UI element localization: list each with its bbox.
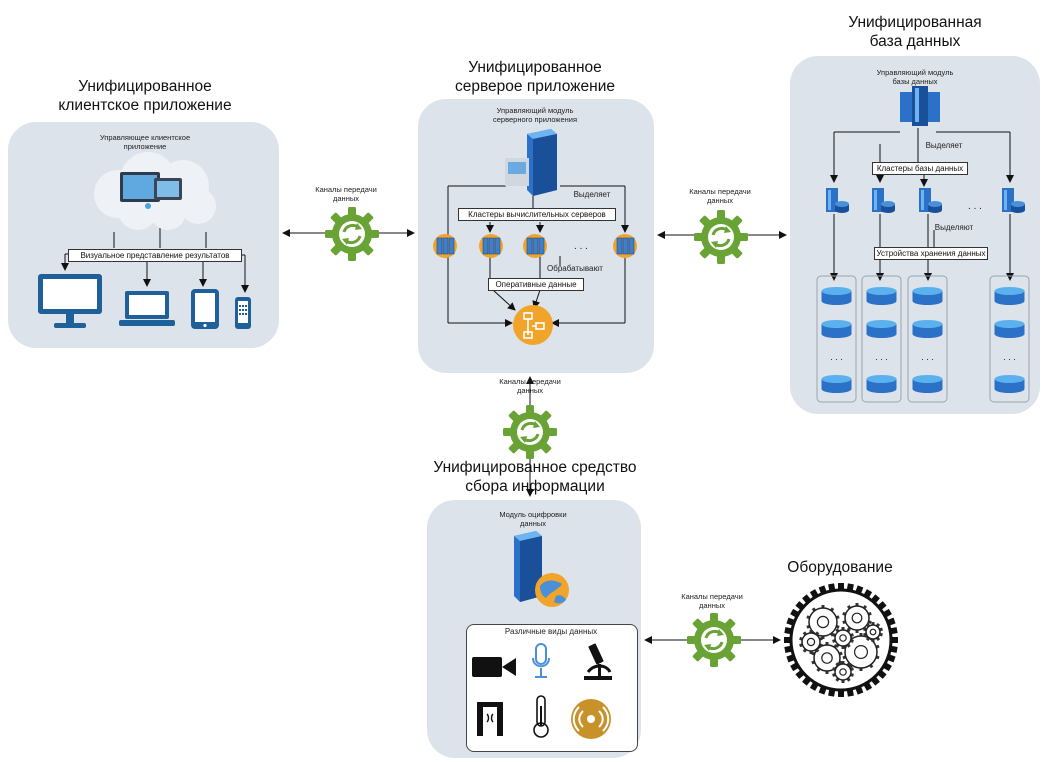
db-module-line2: базы данных bbox=[892, 77, 938, 86]
sync-gear-icon-equipment bbox=[687, 613, 741, 667]
channel-label-bottom: Каналы передачи данных bbox=[490, 377, 570, 395]
client-viz-label: Визуальное представление результатов bbox=[68, 249, 242, 262]
server-allocates: Выделяет bbox=[573, 190, 611, 199]
video-camera-icon bbox=[472, 657, 516, 677]
client-module-label: Управляющее клиентское приложение bbox=[90, 133, 200, 151]
channel-label-right-line2: данных bbox=[707, 196, 733, 205]
storage-disk-icon bbox=[866, 375, 897, 393]
collector-module-line1: Модуль оцифровки bbox=[499, 510, 567, 519]
collector-title-line2: сбора информации bbox=[465, 478, 605, 495]
monitor-icon bbox=[38, 274, 102, 328]
microphone-icon bbox=[532, 643, 550, 678]
compute-node-icon-4 bbox=[613, 234, 637, 258]
storage-column-dots: . . . bbox=[921, 352, 934, 362]
machinery-gears-icon bbox=[784, 583, 898, 697]
database-cluster-icon bbox=[900, 86, 940, 126]
server-clusters-label: Кластеры вычислительных серверов bbox=[458, 208, 616, 221]
sync-gear-icon-right bbox=[694, 210, 748, 264]
security-gate-icon bbox=[477, 702, 503, 736]
workflow-icon bbox=[513, 305, 553, 345]
digitizer-server-globe-icon bbox=[514, 531, 569, 607]
storage-disk-icon bbox=[866, 320, 897, 338]
storage-disk-icon bbox=[821, 320, 852, 338]
client-module-line2: приложение bbox=[123, 142, 167, 151]
storage-disk-icon bbox=[821, 375, 852, 393]
collector-module-label: Модуль оцифровки данных bbox=[488, 510, 578, 528]
db-module-label: Управляющий модуль базы данных bbox=[865, 68, 965, 86]
equipment-title-text: Оборудование bbox=[787, 559, 893, 576]
db-storage-label: Устройства хранения данных bbox=[874, 247, 988, 260]
storage-disk-icon bbox=[912, 375, 943, 393]
storage-disk-icon bbox=[994, 375, 1025, 393]
client-cloud-icon bbox=[94, 152, 216, 230]
laptop-icon bbox=[119, 291, 175, 326]
thermometer-icon bbox=[533, 695, 549, 738]
channel-label-equipment-line1: Каналы передачи bbox=[681, 592, 743, 601]
channel-label-left: Каналы передачи данных bbox=[306, 185, 386, 203]
channel-label-equipment-line2: данных bbox=[699, 601, 725, 610]
db-allocates: Выделяет bbox=[925, 141, 963, 150]
compute-node-icon-2 bbox=[479, 234, 503, 258]
channel-label-bottom-line2: данных bbox=[517, 386, 543, 395]
channel-label-right: Каналы передачи данных bbox=[680, 187, 760, 205]
storage-column-dots: . . . bbox=[875, 352, 888, 362]
collector-title-line1: Унифицированное средство bbox=[433, 459, 637, 476]
db-node-icon-3 bbox=[919, 188, 942, 213]
storage-disk-icon bbox=[821, 287, 852, 305]
storage-disk-icon bbox=[994, 287, 1025, 305]
db-module-line1: Управляющий модуль bbox=[876, 68, 954, 77]
db-allocate2: Выделяют bbox=[934, 223, 974, 232]
client-title-line2: клиентское приложение bbox=[58, 97, 232, 114]
server-module-label: Управляющий модуль серверного приложения bbox=[480, 106, 590, 124]
collector-module-line2: данных bbox=[520, 519, 546, 528]
server-title-line2: серверое приложение bbox=[454, 78, 615, 95]
phone-icon bbox=[235, 297, 251, 329]
channel-label-left-line1: Каналы передачи bbox=[315, 185, 377, 194]
storage-column-dots: . . . bbox=[1003, 352, 1016, 362]
data-types-box bbox=[466, 624, 638, 752]
equipment-title: Оборудование bbox=[765, 558, 915, 577]
server-title-line1: Унифицированное bbox=[468, 59, 602, 76]
server-module-line1: Управляющий модуль bbox=[496, 106, 574, 115]
client-module-line1: Управляющее клиентское bbox=[99, 133, 191, 142]
storage-disk-icon bbox=[866, 287, 897, 305]
db-node-icon-2 bbox=[872, 188, 895, 213]
compute-node-icon-1 bbox=[433, 234, 457, 258]
compute-node-icon-3 bbox=[523, 234, 547, 258]
storage-disk-icon bbox=[994, 320, 1025, 338]
collector-title: Унифицированное средство сбора информаци… bbox=[410, 458, 660, 496]
channel-label-left-line2: данных bbox=[333, 194, 359, 203]
storage-column-dots: . . . bbox=[830, 352, 843, 362]
storage-disk-icon bbox=[912, 320, 943, 338]
sync-gear-icon-bottom bbox=[503, 405, 557, 459]
server-title: Унифицированное серверое приложение bbox=[430, 58, 640, 96]
channel-label-right-line1: Каналы передачи bbox=[689, 187, 751, 196]
channel-label-equipment: Каналы передачи данных bbox=[672, 592, 752, 610]
microscope-icon bbox=[584, 643, 612, 680]
db-dots: . . . bbox=[968, 201, 982, 212]
db-node-icon-4 bbox=[1002, 188, 1025, 213]
database-title-line1: Унифицированная bbox=[848, 14, 982, 31]
server-processes: Обрабатывают bbox=[547, 264, 603, 273]
sync-gear-icon-left bbox=[325, 207, 379, 261]
db-clusters-label: Кластеры базы данных bbox=[872, 162, 968, 175]
db-node-icon-1 bbox=[826, 188, 849, 213]
tablet-icon bbox=[191, 289, 219, 329]
channel-label-bottom-line1: Каналы передачи bbox=[499, 377, 561, 386]
database-title-line2: база данных bbox=[869, 33, 961, 50]
server-module-line2: серверного приложения bbox=[492, 115, 578, 124]
server-tower-icon bbox=[505, 129, 557, 196]
database-title: Унифицированная база данных bbox=[810, 13, 1020, 51]
server-dots: . . . bbox=[574, 241, 588, 252]
client-title: Унифицированное клиентское приложение bbox=[40, 77, 250, 115]
server-ram-label: Оперативные данные bbox=[488, 278, 584, 291]
radio-signal-icon bbox=[571, 699, 611, 739]
data-types-label: Различные виды данных bbox=[504, 627, 598, 636]
storage-disk-icon bbox=[912, 287, 943, 305]
client-title-line1: Унифицированное bbox=[78, 78, 212, 95]
